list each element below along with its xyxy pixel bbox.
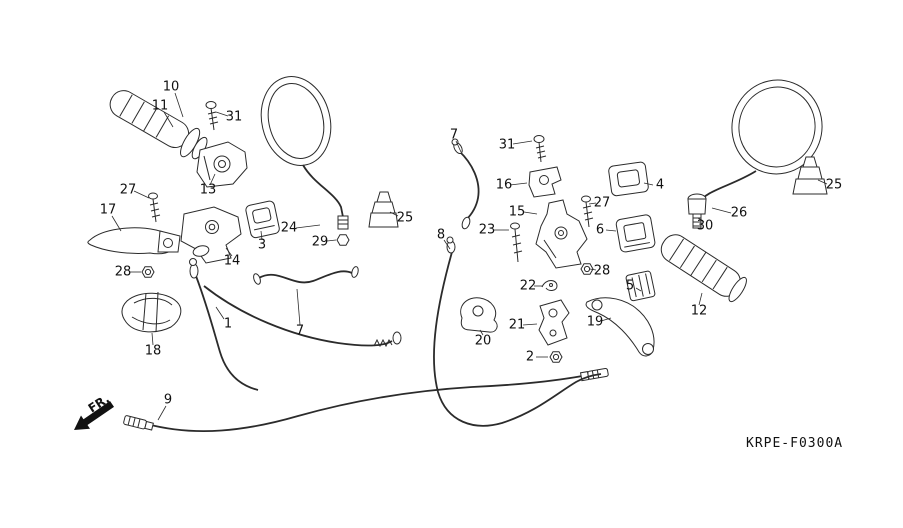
part-label-2: 2 <box>526 350 534 365</box>
screw-27-right <box>581 195 594 228</box>
part-label-11: 11 <box>152 99 169 114</box>
part-label-13: 13 <box>200 183 217 198</box>
part-label-31: 31 <box>226 110 243 125</box>
nut-2 <box>549 351 563 363</box>
part-label-24: 24 <box>281 221 298 236</box>
part-label-6: 6 <box>596 223 604 238</box>
boot-25-right <box>792 156 828 195</box>
cable-guide-20 <box>460 297 498 333</box>
cable-1-loop <box>203 285 393 347</box>
part-label-9: 9 <box>164 393 172 408</box>
part-label-23: 23 <box>479 223 496 238</box>
part-label-10: 10 <box>163 80 180 95</box>
nut-28-right <box>580 263 594 275</box>
switch-housing-13 <box>196 141 248 188</box>
part-label-7: 7 <box>450 128 458 143</box>
bracket-16 <box>528 166 562 198</box>
part-label-20: 20 <box>475 334 492 349</box>
bracket-14 <box>180 206 242 264</box>
part-label-25: 25 <box>397 211 414 226</box>
part-label-26: 26 <box>731 206 748 221</box>
part-label-25: 25 <box>826 178 843 193</box>
switch-4 <box>608 161 649 197</box>
parts-artwork <box>87 76 828 363</box>
part-label-12: 12 <box>691 304 708 319</box>
part-label-29: 29 <box>312 235 329 250</box>
part-label-19: 19 <box>587 315 604 330</box>
part-label-21: 21 <box>509 318 526 333</box>
part-label-3: 3 <box>258 238 266 253</box>
part-label-18: 18 <box>145 344 162 359</box>
front-direction-marker: FR. <box>74 392 114 430</box>
right-grip <box>660 234 747 303</box>
screw-23 <box>510 222 523 263</box>
boot-25-left <box>368 191 399 228</box>
part-label-31: 31 <box>499 138 516 153</box>
lever-19 <box>585 297 655 357</box>
part-label-30: 30 <box>697 219 714 234</box>
switch-housing-18 <box>121 291 182 333</box>
left-grip <box>109 90 208 160</box>
cable-1 <box>195 275 259 391</box>
bolt-31-center <box>533 135 547 163</box>
part-label-8: 8 <box>437 228 445 243</box>
switch-6 <box>615 214 656 253</box>
part-label-14: 14 <box>224 254 241 269</box>
leader-lines <box>111 92 828 421</box>
part-label-16: 16 <box>496 178 513 193</box>
cable-8 <box>433 251 602 427</box>
part-label-7: 7 <box>296 324 304 339</box>
bracket-21 <box>538 299 570 346</box>
cables-artwork <box>123 138 609 433</box>
clip-22 <box>541 280 558 291</box>
part-label-5: 5 <box>626 279 634 294</box>
part-label-27: 27 <box>120 183 137 198</box>
switch-5 <box>625 270 656 302</box>
right-mirror <box>687 79 823 229</box>
part-label-28: 28 <box>115 265 132 280</box>
nut-28-left <box>141 266 155 278</box>
cable-9 <box>146 374 589 433</box>
bolt-31-left <box>205 101 219 131</box>
part-label-28: 28 <box>594 264 611 279</box>
diagram-code: KRPE-F0300A <box>746 436 843 451</box>
part-label-4: 4 <box>656 178 664 193</box>
left-mirror <box>260 76 350 246</box>
cable-7-top <box>458 150 480 221</box>
fr-arrow-icon <box>74 401 114 430</box>
part-label-17: 17 <box>100 203 117 218</box>
part-label-1: 1 <box>224 317 232 332</box>
bracket-15 <box>535 199 588 269</box>
part-label-27: 27 <box>594 196 611 211</box>
part-label-22: 22 <box>520 279 537 294</box>
lever-17 <box>87 227 181 255</box>
fr-label: FR. <box>86 392 112 416</box>
part-label-15: 15 <box>509 205 526 220</box>
screw-27-left <box>148 192 161 223</box>
cable-7-left <box>258 270 353 284</box>
switch-3 <box>245 200 280 239</box>
